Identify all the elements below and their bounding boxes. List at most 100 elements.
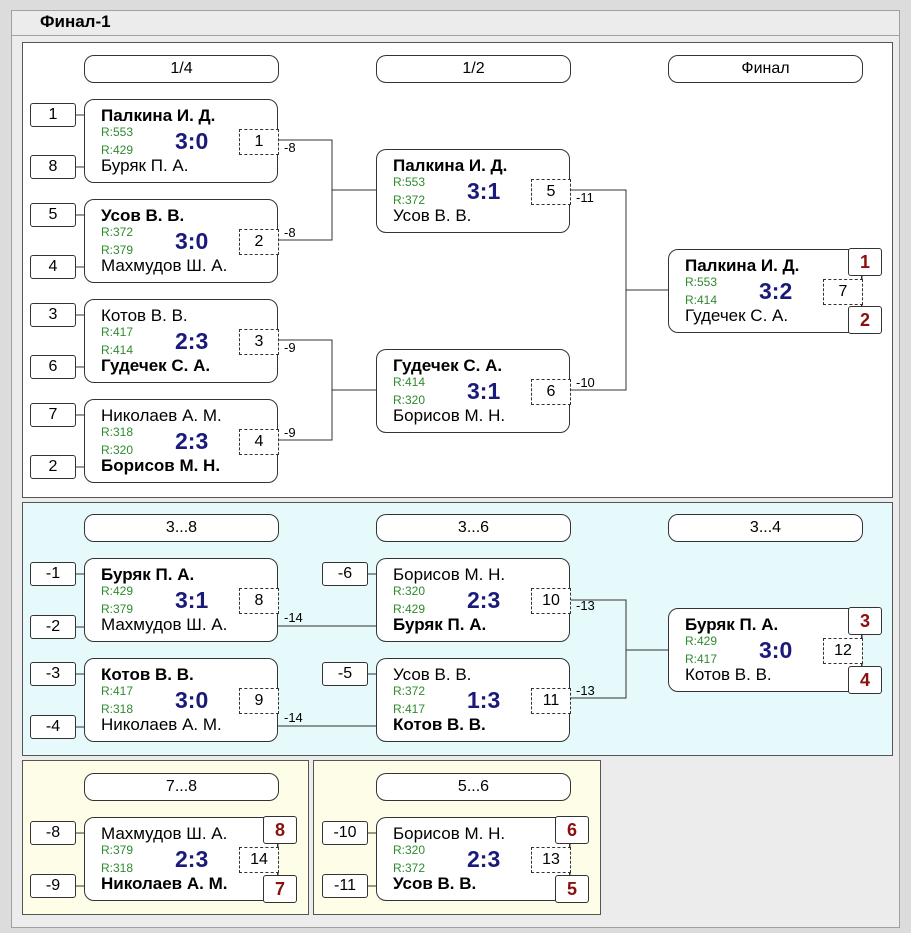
loser-destination: -9 [284, 425, 296, 440]
round-header-7-8: 7...8 [84, 773, 279, 801]
rating-bottom: R:320 [101, 443, 134, 457]
place-badge: 4 [848, 666, 882, 694]
match-number: 14 [239, 847, 279, 873]
seed-box: -10 [322, 821, 368, 845]
place-badge: 3 [848, 607, 882, 635]
seed-box: 4 [30, 255, 76, 279]
seed-box: 8 [30, 155, 76, 179]
rating-bottom: R:417 [685, 652, 718, 666]
match-score: 3:0 [759, 637, 793, 663]
match-card[interactable]: Усов В. В. R:372 R:417 1:3 Котов В. В. 1… [376, 658, 571, 742]
rating-bottom: R:379 [101, 602, 134, 616]
match-card[interactable]: Котов В. В. R:417 R:414 2:3 Гудечек С. А… [84, 299, 279, 383]
player-top: Буряк П. А. [101, 565, 195, 584]
loser-destination: -13 [576, 683, 595, 698]
rating-top: R:379 [101, 843, 134, 857]
seed-box: -5 [322, 662, 368, 686]
player-top: Николаев А. М. [101, 406, 222, 425]
place-badge: 5 [555, 875, 589, 903]
match-score: 3:1 [175, 587, 209, 613]
match-card[interactable]: Борисов М. Н. R:320 R:372 2:3 Усов В. В.… [376, 817, 571, 901]
loser-destination: -14 [284, 610, 303, 625]
seed-box: 3 [30, 303, 76, 327]
place-badge: 6 [555, 816, 589, 844]
player-bottom: Котов В. В. [685, 665, 772, 684]
match-score: 3:1 [467, 178, 501, 204]
match-score: 1:3 [467, 687, 501, 713]
match-card[interactable]: Махмудов Ш. А. R:379 R:318 2:3 Николаев … [84, 817, 279, 901]
player-bottom: Николаев А. М. [101, 874, 228, 893]
rating-bottom: R:429 [393, 602, 426, 616]
rating-bottom: R:414 [685, 293, 718, 307]
match-score: 2:3 [175, 328, 209, 354]
player-bottom: Николаев А. М. [101, 715, 222, 734]
match-number: 12 [823, 638, 863, 664]
rating-top: R:553 [393, 175, 426, 189]
rating-bottom: R:320 [393, 393, 426, 407]
match-card[interactable]: Николаев А. М. R:318 R:320 2:3 Борисов М… [84, 399, 279, 483]
match-number: 3 [239, 329, 279, 355]
match-number: 4 [239, 429, 279, 455]
seed-box: -9 [30, 874, 76, 898]
player-bottom: Буряк П. А. [393, 615, 487, 634]
player-bottom: Борисов М. Н. [101, 456, 221, 475]
match-card[interactable]: Палкина И. Д. R:553 R:429 3:0 Буряк П. А… [84, 99, 279, 183]
seed-box: -2 [30, 615, 76, 639]
match-card[interactable]: Буряк П. А. R:429 R:379 3:1 Махмудов Ш. … [84, 558, 279, 642]
match-card[interactable]: Палкина И. Д. R:553 R:372 3:1 Усов В. В.… [376, 149, 571, 233]
match-card[interactable]: Буряк П. А. R:429 R:417 3:0 Котов В. В. … [668, 608, 863, 692]
rating-top: R:320 [393, 843, 426, 857]
player-top: Палкина И. Д. [393, 156, 508, 175]
seed-box: -4 [30, 715, 76, 739]
rating-bottom: R:414 [101, 343, 134, 357]
match-card[interactable]: Гудечек С. А. R:414 R:320 3:1 Борисов М.… [376, 349, 571, 433]
player-bottom: Буряк П. А. [101, 156, 189, 175]
match-score: 3:1 [467, 378, 501, 404]
seed-box: -11 [322, 874, 368, 898]
match-number: 9 [239, 688, 279, 714]
player-top: Палкина И. Д. [685, 256, 800, 275]
player-top: Борисов М. Н. [393, 824, 506, 843]
player-top: Усов В. В. [393, 665, 472, 684]
match-number: 1 [239, 129, 279, 155]
rating-top: R:553 [685, 275, 718, 289]
round-header-semifinal: 1/2 [376, 55, 571, 83]
player-top: Усов В. В. [101, 206, 185, 225]
match-number: 10 [531, 588, 571, 614]
player-top: Котов В. В. [101, 665, 194, 684]
player-bottom: Усов В. В. [393, 874, 477, 893]
rating-top: R:414 [393, 375, 426, 389]
seed-box: 1 [30, 103, 76, 127]
place-badge: 7 [263, 875, 297, 903]
rating-top: R:318 [101, 425, 134, 439]
round-header-3-8: 3...8 [84, 514, 279, 542]
rating-bottom: R:379 [101, 243, 134, 257]
match-card[interactable]: Котов В. В. R:417 R:318 3:0 Николаев А. … [84, 658, 279, 742]
place-badge: 8 [263, 816, 297, 844]
rating-top: R:417 [101, 325, 134, 339]
seed-box: -1 [30, 562, 76, 586]
rating-bottom: R:372 [393, 193, 426, 207]
round-header-3-4: 3...4 [668, 514, 863, 542]
player-top: Буряк П. А. [685, 615, 779, 634]
loser-destination: -10 [576, 375, 595, 390]
match-card-final[interactable]: Палкина И. Д. R:553 R:414 3:2 Гудечек С.… [668, 249, 863, 333]
rating-top: R:429 [101, 584, 134, 598]
match-score: 3:0 [175, 228, 209, 254]
round-header-quarterfinal: 1/4 [84, 55, 279, 83]
player-bottom: Усов В. В. [393, 206, 472, 225]
match-number: 2 [239, 229, 279, 255]
player-top: Борисов М. Н. [393, 565, 506, 584]
match-card[interactable]: Борисов М. Н. R:320 R:429 2:3 Буряк П. А… [376, 558, 571, 642]
match-score: 2:3 [467, 846, 501, 872]
loser-destination: -14 [284, 710, 303, 725]
loser-destination: -9 [284, 340, 296, 355]
rating-bottom: R:318 [101, 861, 134, 875]
rating-top: R:372 [101, 225, 134, 239]
round-header-5-6: 5...6 [376, 773, 571, 801]
seed-box: 5 [30, 203, 76, 227]
seed-box: 2 [30, 455, 76, 479]
loser-destination: -8 [284, 140, 296, 155]
match-card[interactable]: Усов В. В. R:372 R:379 3:0 Махмудов Ш. А… [84, 199, 279, 283]
